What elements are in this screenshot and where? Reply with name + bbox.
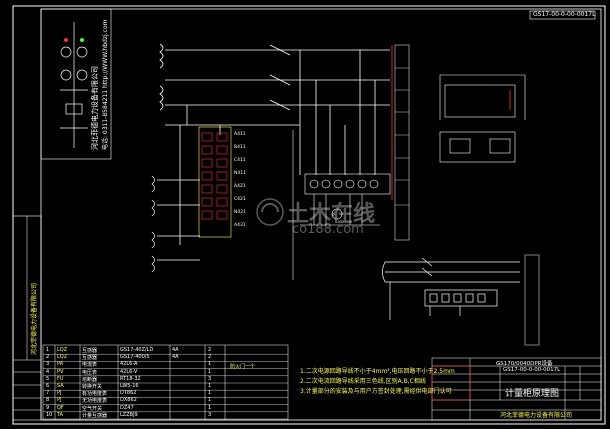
bom-cell: 10 [46,411,53,418]
lower-circuit [382,257,520,320]
main-circuit [159,43,390,245]
bom-cell: PA [57,361,64,368]
legend-box [40,8,112,160]
note-line: 1.二次电源回路导线不小于4mm²,电压回路不小于2.5mm [300,368,455,375]
bom-cell: 2 [208,354,212,361]
bom-cell: 3 [46,361,50,368]
terminal-cells [201,132,228,220]
bom-cell: 9 [46,404,50,411]
watermark-subtext: co188.com [292,222,364,237]
bom-cell: 4A [172,354,179,361]
bom-cell: 电压表 [82,369,98,376]
bom-remark: 防火门一个 [230,364,256,370]
bom-cell: 2 [46,354,50,361]
left-strip-rows [13,216,41,411]
bom-cell: 熔断器 [82,376,98,383]
bom-cell: LZZBJ9 [120,411,138,418]
bom-cell: GS17-40Z/LD [120,347,154,353]
bom-cell: 42L6-A [120,361,138,368]
terminal-label: A431 [234,223,246,228]
bom-cell: DZ47 [120,404,134,411]
title-block-code: GS17-00-0-00-0017L [503,367,561,373]
terminal-label: N411 [234,171,246,176]
bom-cell: 1 [46,347,50,353]
right-column [394,44,410,241]
bom-cell: TA [57,411,64,418]
terminal-label: B411 [234,145,246,150]
bom-cell: 4A [172,347,179,353]
bom-cell: 5 [46,375,50,382]
bom-cell: 互感器 [82,348,98,354]
bom-table [42,344,289,421]
bom-cell: 电流表 [82,362,98,369]
bom-cell: DX862 [120,397,137,404]
panel-sketch [439,74,526,163]
bom-cell: 1 [208,390,212,397]
title-red-box [431,365,471,401]
title-block-header: GS170/0040DPR设备 [496,361,553,367]
watermark-text: 土木在线 [287,202,376,227]
terminal-strip [198,126,232,238]
bom-cell: DT862 [120,390,137,397]
bom-cell: QF [57,404,64,411]
bom-cell: RT18-32 [120,375,141,382]
bom-cell: LW5-16 [120,383,139,389]
sheet-inner-frame [40,8,602,421]
bom-cell: 空气开关 [82,405,103,412]
bom-cell: SA [57,383,64,389]
bom-cell: LQZ [57,347,68,353]
terminal-label: A421 [234,184,246,189]
right-column-lower [524,254,540,346]
legend-dot [64,38,68,42]
bom-cell: PJ [57,397,62,404]
ct-coils [151,175,200,273]
title-block [431,357,602,421]
note-line: 2.二次电流回路导线采用三色线,区别A,B,C相线 [300,378,426,385]
bom-cell: 互感器 [82,355,98,362]
drawing-title: 计量柜原理图 [505,389,560,399]
note-line: 3.计量部分的安装及与用户方签封处理,需经供电部门认可 [300,388,452,395]
terminal-label: N421 [234,210,246,215]
terminal-label: A411 [234,132,246,137]
bom-cell: PV [57,368,64,375]
terminal-label: C411 [234,158,246,163]
watermark-logo [256,198,284,226]
bom-cell: 3 [208,375,212,382]
left-strip-vertical-text: 河北菲德电力设备有限公司 [31,282,38,355]
bom-cell: 计量互感器 [82,412,108,419]
bom-table-rows [43,354,288,420]
right-column-rows [395,67,409,206]
bom-cell: 3 [208,411,212,418]
bom-cell: GS17-400/5 [120,354,150,361]
bom-cell: 6 [46,383,50,389]
bom-cell: 转换开关 [82,384,103,390]
bom-cell: LQZ [57,354,68,361]
bom-cell: PJ [57,390,62,397]
bom-cell: 2 [208,347,212,353]
legend-dot [80,38,84,42]
bom-cell: 无功电度表 [82,398,108,405]
code-top-right: GS17-00-0-00-0017L [533,11,596,18]
bom-cell: 1 [208,368,212,375]
bom-cell: 有功电度表 [82,391,108,398]
bom-cell: 7 [46,390,50,397]
contact-vertical-text: 电话: 0311-8584211 http://WWW.hbdzj.com [102,19,109,150]
title-block-company: 河北菲德电力设备有限公司 [500,412,573,419]
bom-cell: 1 [208,383,212,389]
bom-cell: 42L6-V [120,368,138,375]
code-box [529,10,596,20]
bom-cell: 8 [46,397,50,404]
terminal-label: C421 [234,197,246,202]
meter-row [300,173,391,226]
bom-cell: 4 [46,368,50,375]
sheet-frame [12,5,606,425]
bom-cell: FU [57,375,64,382]
company-vertical-text: 河北菲德电力设备有限公司 [91,66,99,150]
bom-cell: 1 [208,361,212,368]
bom-cell: 1 [208,404,212,411]
legend-symbol [60,22,88,148]
bom-cell: 1 [208,397,212,404]
